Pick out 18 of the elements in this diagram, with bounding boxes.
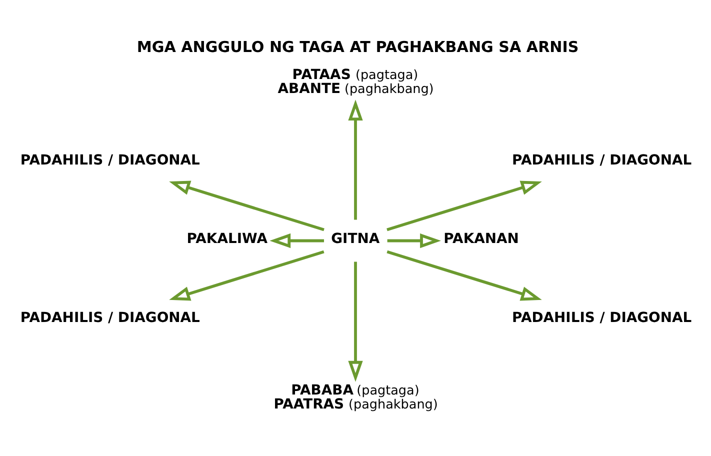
arrow bbox=[348, 262, 363, 382]
arrow bbox=[270, 233, 324, 248]
node-text: PADAHILIS / DIAGONAL bbox=[512, 310, 692, 326]
arrow bbox=[169, 250, 324, 301]
node-text: PATAAS (pagtaga) ABANTE (paghakbang) bbox=[278, 67, 434, 98]
node-text: PAKANAN bbox=[444, 231, 519, 248]
arrow bbox=[348, 100, 363, 220]
node-text: PAKALIWA bbox=[186, 231, 268, 248]
node-text: PADAHILIS / DIAGONAL bbox=[20, 310, 200, 326]
arrow bbox=[387, 233, 441, 248]
arrow bbox=[386, 250, 542, 301]
diagram-title: MGA ANGGULO NG TAGA AT PAGHAKBANG SA ARNIS bbox=[136, 38, 579, 56]
node-text: PABABA (pagtaga) PAATRAS (paghakbang) bbox=[274, 382, 438, 412]
arrow bbox=[169, 180, 324, 232]
node-text: PADAHILIS / DIAGONAL bbox=[20, 152, 200, 168]
node-text: GITNA bbox=[331, 231, 380, 248]
node-text: PADAHILIS / DIAGONAL bbox=[512, 152, 692, 168]
arrow bbox=[386, 180, 542, 232]
